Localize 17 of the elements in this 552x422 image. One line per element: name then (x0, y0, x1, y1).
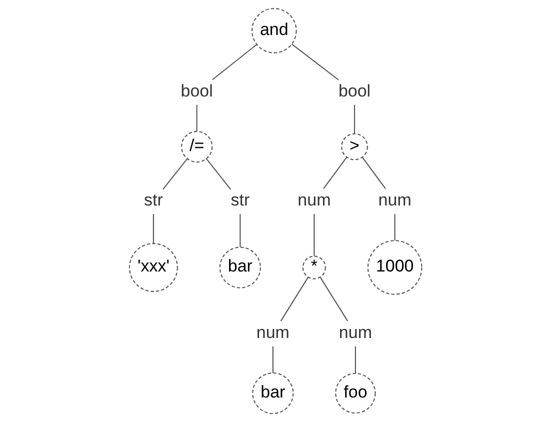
node-circle: 'xxx' (129, 243, 178, 292)
node-circle: /= (181, 130, 214, 163)
edge-label: num (378, 192, 412, 210)
edge-label: str (231, 192, 250, 210)
node-circle: 1000 (368, 240, 423, 295)
edge-label: bool (338, 82, 371, 101)
node-circle: and (252, 8, 298, 54)
edge-label: num (339, 324, 372, 342)
node-circle: > (341, 133, 368, 160)
edge-label: str (144, 192, 164, 210)
edge-label: bool (181, 82, 214, 101)
node-circle: bar (220, 246, 262, 288)
node-circle: bar (252, 372, 294, 414)
node-circle: * (302, 256, 326, 280)
edge-label: num (298, 192, 332, 210)
edge-label: num (256, 324, 290, 342)
node-circle: foo (336, 372, 376, 414)
